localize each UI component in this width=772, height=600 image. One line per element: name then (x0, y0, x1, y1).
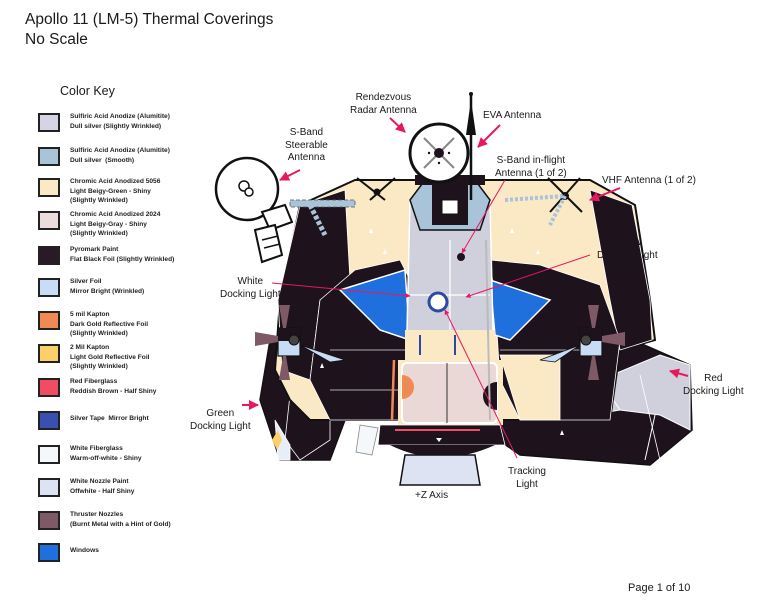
color-key-label: Sulfiric Acid Anodize (Alumitite) Dull s… (70, 147, 170, 164)
label-yellow-docking-light: Yellow Docking Light (597, 237, 658, 261)
color-swatch (38, 543, 60, 562)
diagram-title-block: Apollo 11 (LM-5) Thermal Coverings No Sc… (25, 10, 273, 50)
page-indicator: Page 1 of 10 (628, 582, 691, 594)
color-key-label: White Nozzle Paint Offwhite - Half Shiny (70, 478, 135, 495)
sband-steerable-antenna (214, 156, 356, 264)
color-swatch (38, 211, 60, 230)
diagram-subtitle: No Scale (25, 31, 88, 48)
color-key-label: White Fiberglass Warm-off-white - Shiny (70, 445, 142, 462)
label-z-axis: +Z Axis (415, 490, 449, 501)
label-white-docking-light: White Docking Light (220, 276, 281, 300)
label-green-docking-light: Green Docking Light (190, 408, 251, 432)
label-red-docking-light: Red Docking Light (683, 373, 744, 397)
color-key-label: Chromic Acid Anodized 2024 Light Beigy-G… (70, 211, 161, 238)
diagram-title: Apollo 11 (LM-5) Thermal Coverings (25, 11, 274, 28)
color-key-label: Chromic Acid Anodized 5056 Light Beigy-G… (70, 178, 161, 205)
color-swatch (38, 278, 60, 297)
label-sband-inflight-antenna: S-Band in-flight Antenna (1 of 2) (495, 155, 567, 179)
label-tracking-light: Tracking Light (508, 466, 546, 490)
color-swatch (38, 511, 60, 530)
color-swatch (38, 311, 60, 330)
color-swatch (38, 178, 60, 197)
label-eva-antenna: EVA Antenna (483, 110, 542, 121)
label-vhf-antenna: VHF Antenna (1 of 2) (602, 175, 696, 186)
color-key-label: Windows (70, 547, 99, 554)
color-swatch (38, 246, 60, 265)
label-arrows (242, 117, 689, 459)
label-sband-steerable-antenna: S-Band Steerable Antenna (285, 127, 328, 163)
vent-markers (320, 228, 564, 442)
color-swatch (38, 344, 60, 363)
label-rendezvous-radar-antenna: Rendezvous Radar Antenna (350, 92, 417, 116)
color-key-label: Red Fiberglass Reddish Brown - Half Shin… (70, 378, 157, 395)
vhf-antenna-right (504, 177, 583, 226)
color-swatch (38, 113, 60, 132)
color-key-label: Sulfiric Acid Anodize (Alumitite) Dull s… (70, 113, 170, 130)
color-swatch (38, 411, 60, 430)
rendezvous-radar-dish (408, 122, 470, 184)
color-swatch (38, 478, 60, 497)
eva-antenna (466, 92, 476, 200)
color-key-label: Silver Foil Mirror Bright (Wrinkled) (70, 278, 145, 295)
color-key-label: Silver Tape Mirror Bright (70, 415, 149, 422)
color-key-title: Color Key (60, 84, 115, 98)
color-key-label: 5 mil Kapton Dark Gold Reflective Foil (… (70, 311, 149, 338)
ascent-stage (273, 175, 657, 486)
color-swatch (38, 147, 60, 166)
color-swatch (38, 378, 60, 397)
vhf-antenna-left (356, 177, 396, 201)
color-key-label: Thruster Nozzles (Burnt Metal with a Hin… (70, 511, 171, 528)
rcs-quad-left (255, 305, 346, 380)
color-key-label: 2 Mil Kapton Light Gold Reflective Foil … (70, 344, 150, 371)
color-key-label: Pyromark Paint Flat Black Foil (Slightly… (70, 246, 175, 263)
color-swatch (38, 445, 60, 464)
rcs-quad-right (539, 305, 625, 380)
